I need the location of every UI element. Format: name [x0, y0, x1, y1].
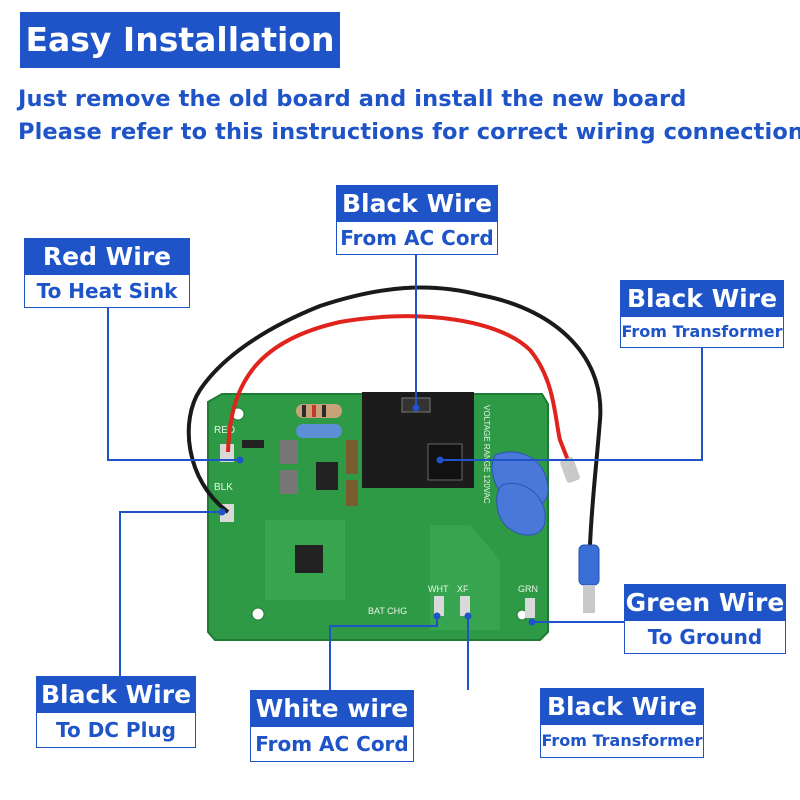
callout-title: Red Wire — [25, 239, 189, 275]
callout-white-wire: White wire From AC Cord — [250, 690, 414, 762]
silk-bat-chg: BAT CHG — [368, 606, 407, 616]
callout-subtitle: From Transformer — [541, 731, 703, 750]
ic-chip — [295, 545, 323, 573]
callout-title: Black Wire — [541, 689, 703, 725]
red-wire — [226, 314, 577, 479]
instruction-line-2: Please refer to this instructions for co… — [18, 119, 800, 145]
callout-title: Black Wire — [337, 186, 497, 222]
silk-xf: XF — [457, 584, 469, 594]
callout-black-wire-ac-cord: Black Wire From AC Cord — [336, 185, 498, 255]
callout-subtitle: To Heat Sink — [36, 279, 178, 303]
callout-title: White wire — [251, 691, 413, 727]
callout-subtitle: From AC Cord — [255, 732, 409, 756]
callout-subtitle: To Ground — [647, 625, 763, 649]
callout-black-wire-transformer-bottom: Black Wire From Transformer — [540, 688, 704, 758]
resistor-2 — [296, 424, 342, 438]
silk-voltage: VOLTAGE RANGE 120VAC — [482, 405, 491, 504]
callout-green-wire: Green Wire To Ground — [624, 584, 786, 654]
callout-red-wire: Red Wire To Heat Sink — [24, 238, 190, 308]
transistor — [316, 462, 338, 490]
callout-subtitle: From Transformer — [621, 322, 783, 341]
title-banner: Easy Installation — [20, 12, 340, 68]
callout-subtitle: From AC Cord — [340, 226, 494, 250]
callout-black-wire-transformer-top: Black Wire From Transformer — [620, 280, 784, 348]
resistor-1 — [296, 404, 342, 418]
callout-black-wire-dc-plug: Black Wire To DC Plug — [36, 676, 196, 748]
silk-red: RED — [214, 425, 235, 436]
callout-subtitle: To DC Plug — [56, 718, 176, 742]
instruction-line-1: Just remove the old board and install th… — [18, 86, 687, 112]
silk-wht: WHT — [428, 584, 449, 594]
silk-blk: BLK — [214, 482, 233, 493]
callout-title: Green Wire — [625, 585, 785, 621]
callout-title: Black Wire — [621, 281, 783, 317]
silk-grn: GRN — [518, 584, 538, 594]
circuit-board — [207, 392, 549, 641]
callout-title: Black Wire — [37, 677, 195, 713]
black-wire — [186, 285, 603, 546]
